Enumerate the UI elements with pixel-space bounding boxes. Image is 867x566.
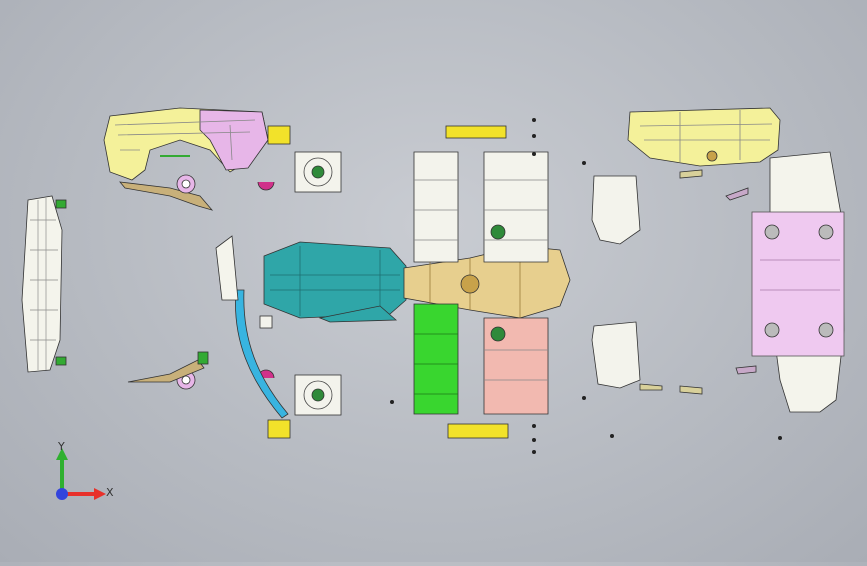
axis-triad-icon	[56, 448, 106, 500]
upper-white-panel-right[interactable]	[483, 151, 549, 263]
small-connector-bottom[interactable]	[127, 351, 275, 390]
lower-green-panel[interactable]	[413, 303, 459, 415]
vertical-bracket[interactable]	[215, 235, 239, 301]
upper-right-yellow-tray[interactable]	[627, 107, 781, 167]
speaker-box-top[interactable]	[294, 151, 342, 193]
curved-cyan-strip[interactable]	[235, 289, 291, 439]
scattered-fasteners	[390, 118, 782, 454]
upper-yellow-rod[interactable]	[445, 125, 507, 139]
axis-x-label: X	[106, 486, 114, 499]
axis-y-label: Y	[58, 440, 65, 453]
teal-console-body[interactable]	[263, 241, 407, 323]
scattered-tan-chips	[639, 169, 757, 395]
cover-bottom-right[interactable]	[591, 321, 641, 389]
upper-left-yellow-part[interactable]	[103, 107, 291, 181]
lower-salmon-panel[interactable]	[483, 317, 549, 415]
upper-white-panel-left[interactable]	[413, 151, 459, 263]
cover-top-right[interactable]	[591, 175, 641, 245]
left-end-panel[interactable]	[21, 195, 67, 373]
speaker-box-bottom[interactable]	[294, 374, 342, 416]
right-lavender-frame[interactable]	[751, 151, 845, 413]
lower-yellow-rod[interactable]	[447, 423, 509, 439]
tan-center-body[interactable]	[403, 245, 571, 319]
small-connector-top[interactable]	[119, 174, 275, 211]
axis-triad: Y X	[44, 440, 124, 510]
